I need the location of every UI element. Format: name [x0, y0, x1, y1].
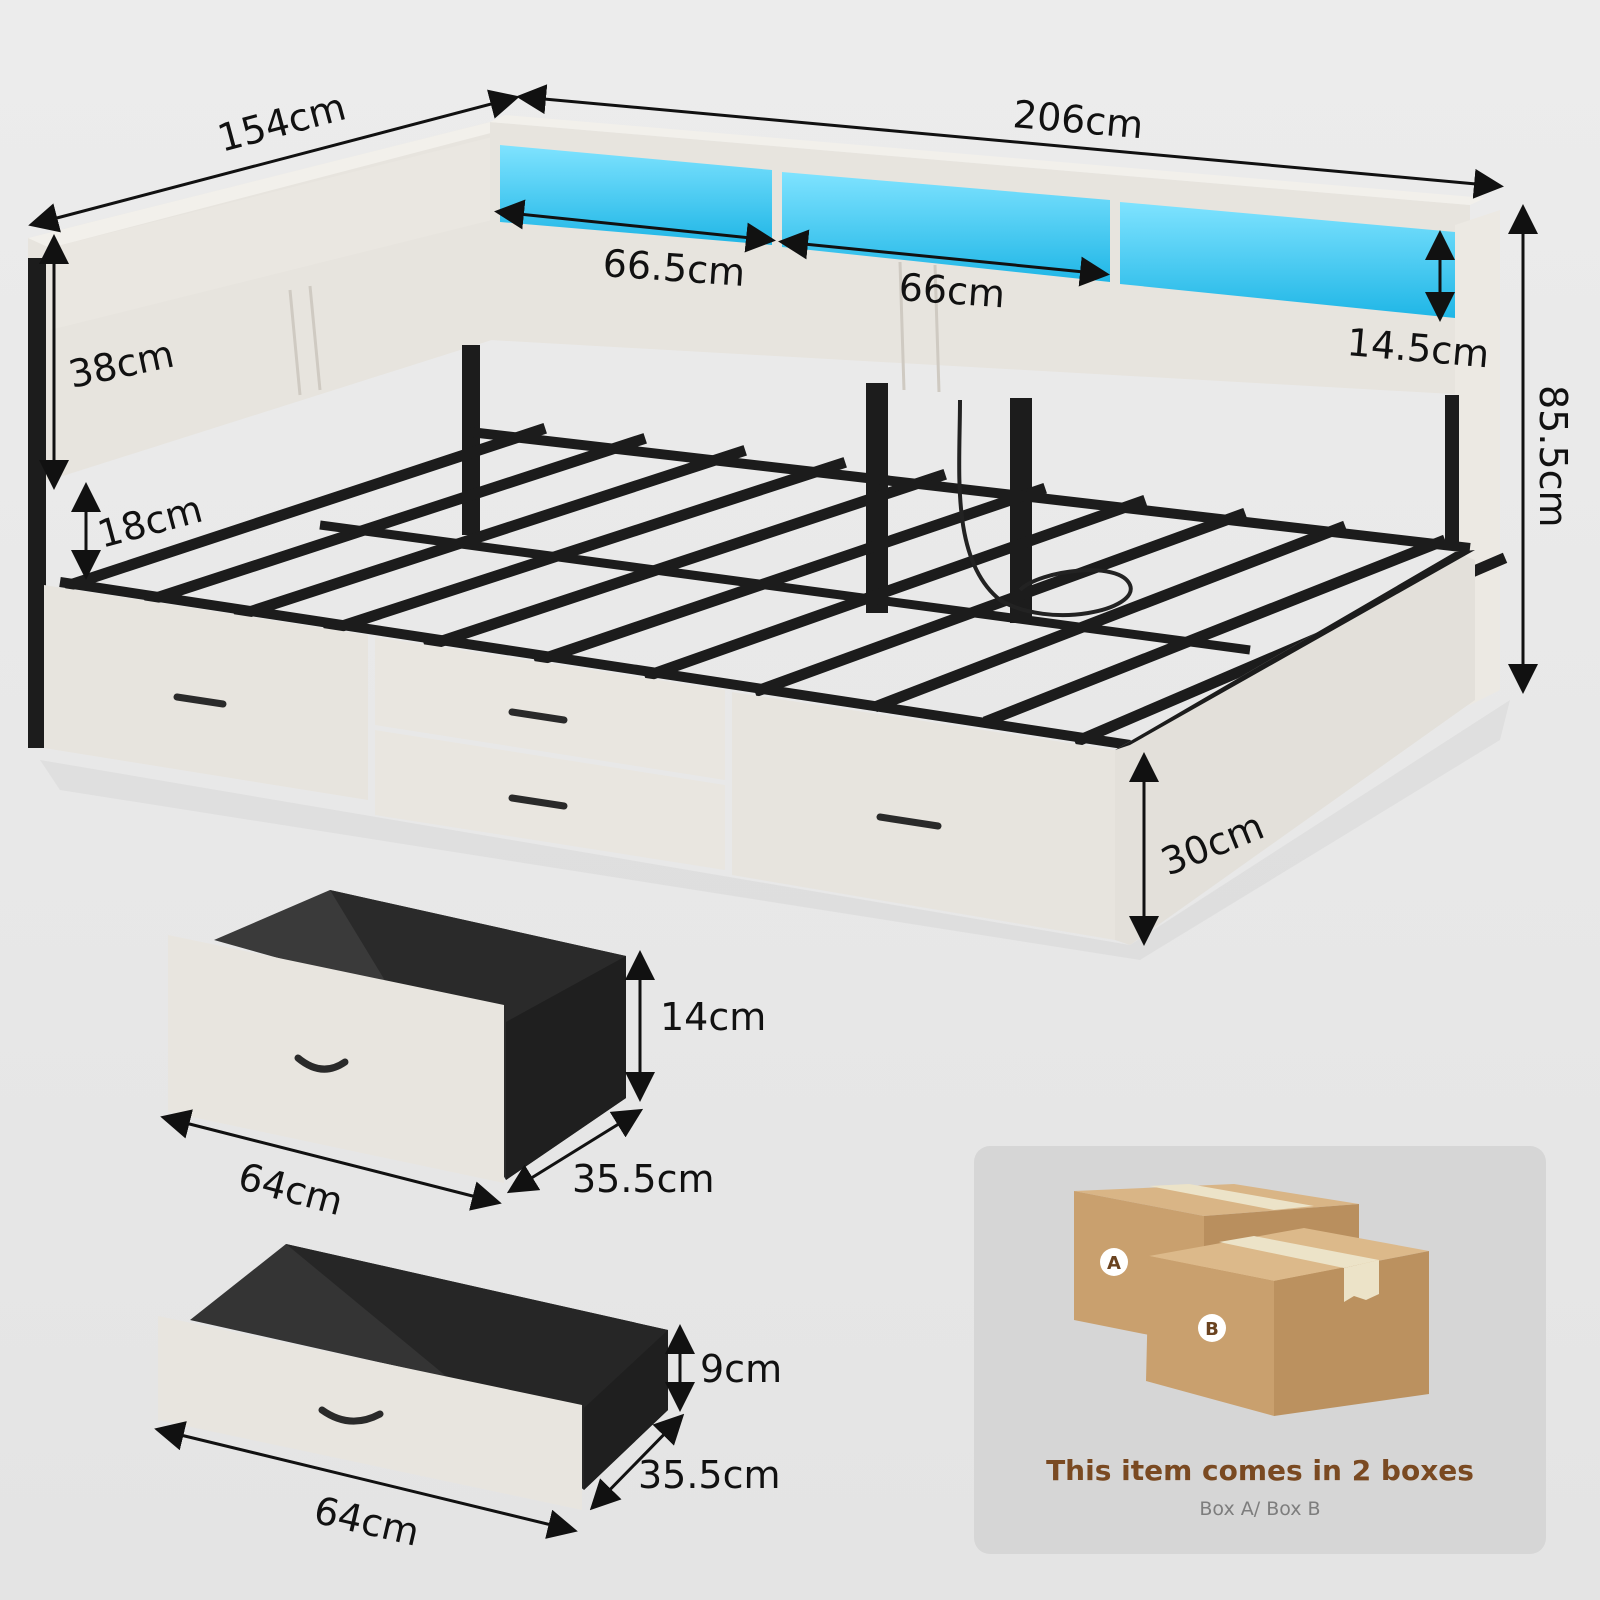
- bed-height-label: 85.5cm: [1531, 385, 1575, 528]
- bed-illustration: 154cm 206cm 85.5cm 38cm 18cm 66.5cm 66cm…: [28, 84, 1575, 960]
- front-drawer-left[interactable]: [44, 585, 368, 800]
- box-b-badge: [1198, 1314, 1226, 1342]
- slat-frame: [63, 423, 1508, 748]
- packaging-info-panel: A B This item comes in 2 boxes Box A/ Bo…: [974, 1146, 1546, 1554]
- bed-width-label: 154cm: [213, 84, 350, 160]
- box-b-label: B: [1205, 1319, 1219, 1340]
- floor-shadow: [40, 700, 1510, 960]
- drawer-handle: [508, 794, 568, 810]
- box-a-label: A: [1107, 1253, 1121, 1274]
- packaging-title: This item comes in 2 boxes: [1046, 1454, 1474, 1487]
- drawer-handle: [294, 1054, 349, 1073]
- small-drawer-depth-label: 35.5cm: [638, 1453, 781, 1497]
- shelf-middle-width-label: 66cm: [897, 265, 1006, 316]
- side-rail: [1115, 552, 1475, 945]
- large-drawer-illustration: 14cm 64cm 35.5cm: [160, 890, 766, 1224]
- left-post: [28, 258, 46, 748]
- led-shelf-right: [1120, 202, 1455, 318]
- bed-length-label: 206cm: [1011, 92, 1145, 147]
- small-drawer-length-label: 64cm: [310, 1488, 423, 1555]
- small-drawer-height-label: 9cm: [700, 1347, 782, 1391]
- large-drawer-length-label: 64cm: [234, 1154, 348, 1224]
- front-drawer-right[interactable]: [732, 692, 1115, 940]
- drawer-handle: [173, 693, 227, 708]
- bed-dimension-lines: [28, 84, 1538, 946]
- drawer-handle: [318, 1406, 384, 1425]
- front-drawer-middle-bottom[interactable]: [375, 730, 725, 870]
- front-drawer-middle-top[interactable]: [375, 637, 725, 780]
- drawer-handle: [508, 708, 568, 724]
- box-a-badge: [1100, 1248, 1128, 1276]
- small-drawer-illustration: 9cm 64cm 35.5cm: [154, 1244, 782, 1555]
- large-drawer-height-label: 14cm: [660, 995, 766, 1039]
- shipping-boxes-illustration: A B: [1074, 1184, 1429, 1416]
- large-drawer-depth-label: 35.5cm: [572, 1157, 715, 1201]
- packaging-subtitle: Box A/ Box B: [1199, 1498, 1321, 1520]
- drawer-handle: [876, 813, 942, 830]
- shelf-left-width-label: 66.5cm: [601, 241, 746, 295]
